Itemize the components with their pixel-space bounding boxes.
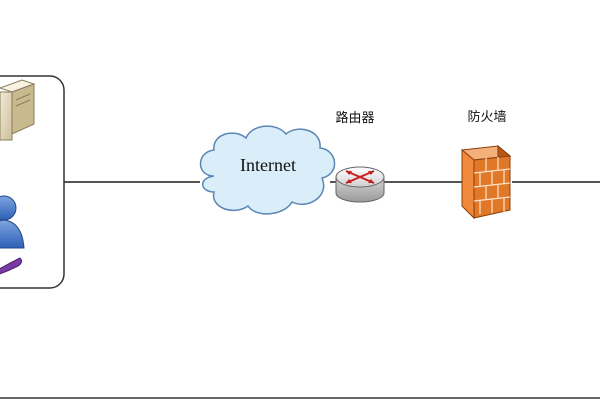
internet-label: Internet xyxy=(240,155,296,175)
user-icon xyxy=(0,195,25,275)
internet-cloud: Internet xyxy=(199,125,336,215)
cloud-icon xyxy=(199,125,336,215)
local-network-group xyxy=(0,75,65,289)
firewall-icon xyxy=(460,144,512,220)
router-label: 路由器 xyxy=(335,110,374,126)
router-node: 路由器 xyxy=(335,110,385,203)
router-icon xyxy=(335,166,385,203)
firewall-node: 防火墙 xyxy=(460,109,512,220)
server-icon xyxy=(0,79,36,141)
firewall-label: 防火墙 xyxy=(467,109,506,125)
